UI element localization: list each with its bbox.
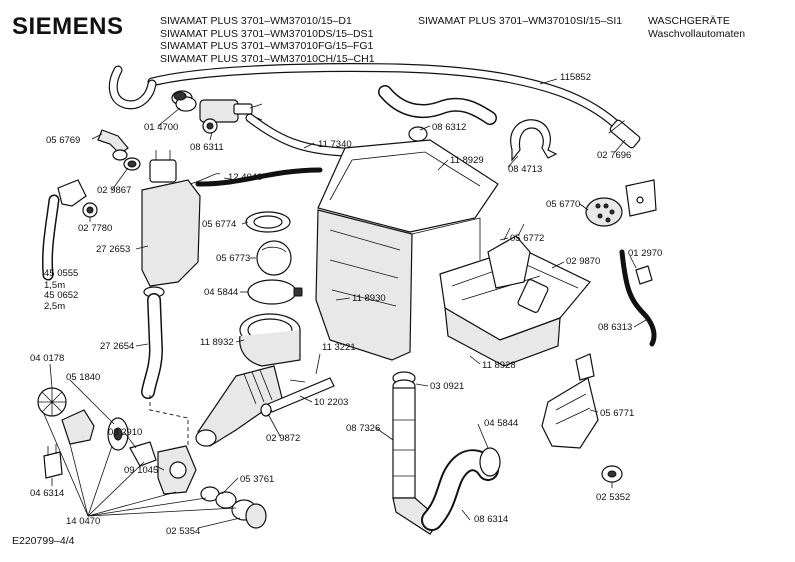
mounting-bracket xyxy=(541,353,599,449)
model-variant: SIWAMAT PLUS 3701–WM37010SI/15–SI1 xyxy=(418,15,623,27)
part-label: 08 6313 xyxy=(598,322,632,333)
inlet-water-hose xyxy=(41,179,87,281)
part-label: 08 6312 xyxy=(432,122,466,133)
part-label: 03 2910 xyxy=(108,427,142,438)
model-line: SIWAMAT PLUS 3701–WM37010/15–D1 xyxy=(160,15,352,27)
part-label: 02 9867 xyxy=(97,185,131,196)
part-label: 27 2654 xyxy=(100,341,134,352)
pipe-grommet xyxy=(260,403,272,417)
part-label: 1,5m xyxy=(44,280,65,291)
part-label: 02 7780 xyxy=(78,223,112,234)
pressure-hose xyxy=(195,167,323,187)
part-label: 05 6769 xyxy=(46,135,80,146)
part-label: 03 0921 xyxy=(430,381,464,392)
part-label: 04 5844 xyxy=(204,287,238,298)
assembly-guide xyxy=(149,395,189,445)
part-label: 08 7326 xyxy=(346,423,380,434)
hose-clamp-ring xyxy=(479,447,501,477)
hose-coupler xyxy=(408,126,428,142)
bellows-part xyxy=(171,90,197,112)
hose-clamp xyxy=(510,119,558,162)
stopper-cap xyxy=(635,265,653,285)
part-label: 05 1840 xyxy=(66,372,100,383)
category-subtitle: Waschvollautomaten xyxy=(648,28,746,40)
siemens-logo: SIEMENS xyxy=(12,13,124,40)
part-label: 08 6314 xyxy=(474,514,508,525)
part-label: 45 0652 xyxy=(44,290,78,301)
part-label: 11 7340 xyxy=(318,139,352,150)
model-line: SIWAMAT PLUS 3701–WM37010FG/15–FG1 xyxy=(160,40,374,52)
part-label: 05 6771 xyxy=(600,408,634,419)
part-label: 02 9870 xyxy=(566,256,600,267)
hose-end-connector xyxy=(609,119,641,149)
float-ball xyxy=(256,240,292,276)
part-label: 11 8928 xyxy=(482,360,516,371)
part-label: 04 0178 xyxy=(30,353,64,364)
part-label: 11 8929 xyxy=(450,155,484,166)
program-switch xyxy=(585,179,657,227)
part-label: 45 0555 xyxy=(44,268,78,279)
drain-pump-assembly xyxy=(37,387,267,529)
category-title: WASCHGERÄTE xyxy=(648,15,730,27)
parts-artwork xyxy=(37,63,657,535)
part-label: 01 2970 xyxy=(628,248,662,259)
leader-lines xyxy=(43,78,647,529)
part-label: 04 5844 xyxy=(484,418,518,429)
part-label: 05 6772 xyxy=(510,233,544,244)
part-label: 05 6773 xyxy=(216,253,250,264)
part-label: 27 2653 xyxy=(96,244,130,255)
part-label: 05 3761 xyxy=(240,474,274,485)
part-label: 10 2203 xyxy=(314,397,348,408)
dispenser-housing xyxy=(315,139,499,361)
part-label: 05 6770 xyxy=(546,199,580,210)
top-inlet-hose xyxy=(147,63,627,135)
clamp-ring xyxy=(247,279,297,305)
part-label: 11 8930 xyxy=(352,293,386,304)
overflow-hose xyxy=(619,249,657,347)
siphon-cap xyxy=(487,235,531,289)
part-label: 02 5352 xyxy=(596,492,630,503)
part-label: 04 6314 xyxy=(30,488,64,499)
model-line: SIWAMAT PLUS 3701–WM37010CH/15–CH1 xyxy=(160,52,375,65)
drawing-id: E220799–4/4 xyxy=(12,535,75,547)
part-label: 02 5354 xyxy=(166,526,200,537)
air-chamber-tank xyxy=(141,150,221,298)
part-label: 05 6774 xyxy=(202,219,236,230)
corrugated-drain-hose-inner xyxy=(423,451,497,529)
part-label: 09 1045 xyxy=(124,465,158,476)
model-list: SIWAMAT PLUS 3701–WM37010/15–D1 SIWAMAT … xyxy=(160,15,375,65)
part-label: 12 4040 xyxy=(228,172,262,183)
drain-bellows xyxy=(195,313,306,447)
part-label: 01 4700 xyxy=(144,122,178,133)
part-label: 02 9872 xyxy=(266,433,300,444)
part-labels: 115852 01 4700 08 6312 05 6769 08 6311 1… xyxy=(30,72,662,537)
part-label: 11 3221 xyxy=(322,342,356,353)
part-label: 02 7696 xyxy=(597,150,631,161)
part-label: 11 8932 xyxy=(200,337,234,348)
part-label: 115852 xyxy=(560,72,591,83)
model-line: SIWAMAT PLUS 3701–WM37010DS/15–DS1 xyxy=(160,27,374,40)
part-label: 08 4713 xyxy=(508,164,542,175)
seal-ring xyxy=(112,149,128,161)
part-label: 14 0470 xyxy=(66,516,100,527)
part-label: 2,5m xyxy=(44,301,65,312)
inlet-valve xyxy=(199,99,263,134)
part-label: 08 6311 xyxy=(190,142,224,153)
